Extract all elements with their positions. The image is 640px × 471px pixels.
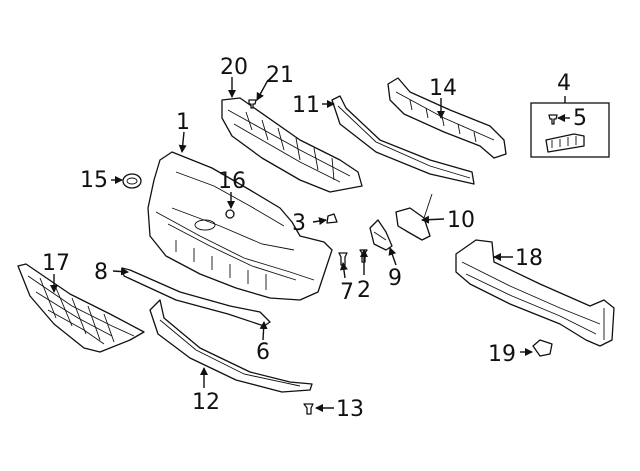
- callout-15: 15: [80, 168, 108, 193]
- part-11-upper-strip: [331, 95, 475, 185]
- callout-3: 3: [292, 211, 306, 236]
- part-13-clip: [303, 403, 314, 415]
- callout-11: 11: [292, 93, 320, 118]
- part-21-clip: [248, 99, 257, 109]
- callout-19: 19: [488, 342, 516, 367]
- callout-7: 7: [340, 280, 354, 305]
- callout-6: 6: [256, 340, 270, 365]
- callout-4: 4: [557, 71, 571, 96]
- callout-10: 10: [447, 208, 475, 233]
- callout-18: 18: [515, 246, 543, 271]
- leader-lines: [50, 77, 570, 412]
- callout-21: 21: [266, 63, 294, 88]
- part-10-bracket: [395, 193, 433, 241]
- part-19-bolt: [532, 339, 553, 357]
- callout-8: 8: [94, 260, 108, 285]
- part-3-clip: [326, 213, 338, 224]
- callout-17: 17: [42, 251, 70, 276]
- callout-14: 14: [429, 76, 457, 101]
- callout-13: 13: [336, 397, 364, 422]
- part-20-upper-support: [221, 97, 363, 193]
- part-1-bumper-cover: [147, 151, 333, 301]
- callout-9: 9: [388, 266, 402, 291]
- part-16-fastener: [225, 209, 235, 219]
- part-15-emblem: [122, 173, 142, 189]
- callout-labels: 1 2 3 4 5 6 7 8 9 10 11 12 13 14 15 16 1…: [42, 55, 587, 422]
- part-9-bracket: [369, 219, 393, 251]
- callout-1: 1: [176, 110, 190, 135]
- callout-16: 16: [218, 169, 246, 194]
- part-8-molding: [121, 267, 271, 327]
- callout-2: 2: [357, 278, 371, 303]
- callout-5: 5: [573, 106, 587, 131]
- part-18-beam: [455, 239, 615, 347]
- callout-12: 12: [192, 390, 220, 415]
- callout-20: 20: [220, 55, 248, 80]
- part-12-lower-lip: [149, 299, 313, 393]
- part-4-kit-box: [530, 102, 610, 158]
